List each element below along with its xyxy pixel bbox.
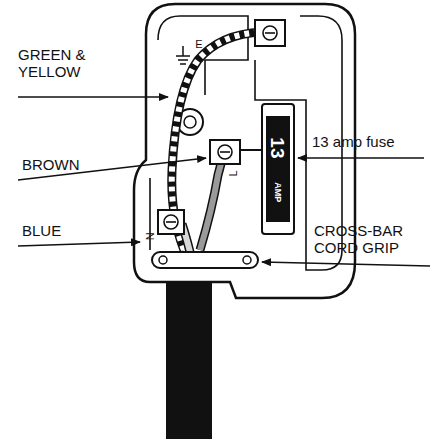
earth-terminal bbox=[255, 20, 285, 46]
earth-screw bbox=[263, 26, 277, 40]
terminal-letter: N bbox=[144, 232, 157, 240]
part-label: 13 amp fuse bbox=[312, 133, 395, 150]
cord-grip-bar bbox=[152, 252, 258, 268]
mains-cord bbox=[166, 262, 212, 439]
fuse-link bbox=[240, 149, 262, 151]
earth-wire-outline bbox=[172, 32, 262, 250]
fuse-rating: 13 bbox=[267, 137, 289, 158]
fuse-body bbox=[266, 116, 290, 222]
terminal-letter: E bbox=[195, 38, 202, 51]
grip-screw bbox=[159, 256, 167, 264]
wire-label: GREEN & YELLOW bbox=[18, 46, 100, 81]
earth-symbol bbox=[176, 46, 190, 64]
fuse-holder bbox=[262, 104, 294, 234]
wire-label: BROWN bbox=[22, 156, 80, 173]
neutral-screw bbox=[164, 215, 178, 229]
terminal-letter: L bbox=[227, 170, 240, 176]
leader-lines bbox=[18, 97, 430, 266]
live-terminal bbox=[210, 140, 240, 164]
centre-hole bbox=[184, 116, 196, 128]
grip-screw bbox=[243, 256, 251, 264]
part-label: CROSS-BAR CORD GRIP bbox=[314, 222, 424, 257]
live-wire bbox=[200, 160, 222, 250]
fuse-unit: AMP bbox=[273, 182, 283, 202]
live-screw bbox=[218, 145, 232, 159]
wire-label: BLUE bbox=[22, 222, 61, 239]
live-wire-outline bbox=[200, 160, 222, 250]
neutral-terminal bbox=[158, 210, 184, 234]
earth-wire-stripes bbox=[172, 32, 262, 250]
